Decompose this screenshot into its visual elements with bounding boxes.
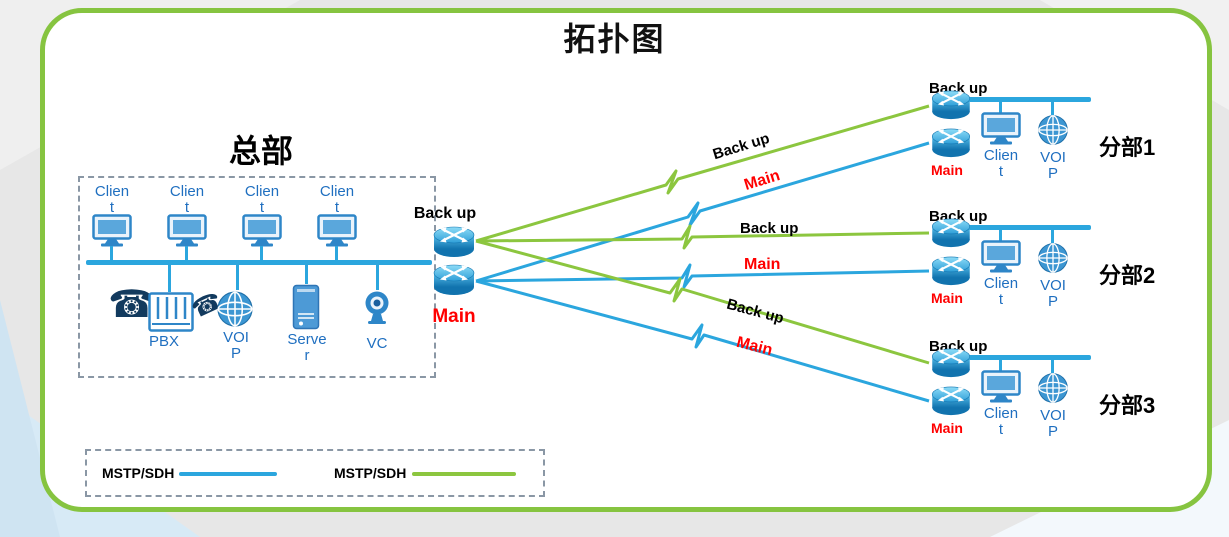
branch-client-drop-line bbox=[999, 229, 1002, 241]
branch-client-label: Clien t bbox=[983, 405, 1019, 438]
branch-client-drop-line bbox=[999, 359, 1002, 371]
hq-client-drop-line bbox=[185, 246, 188, 261]
branch-voip-label: VOI P bbox=[1040, 407, 1066, 440]
branch-client-label: Clien t bbox=[983, 275, 1019, 308]
page-title: 拓扑图 bbox=[563, 21, 666, 57]
hq-lan-bus bbox=[86, 260, 432, 265]
pbx-phone-icon: ☎ bbox=[108, 284, 156, 326]
branch-main-router-label: Main bbox=[931, 420, 963, 436]
branch-voip-label: VOI P bbox=[1040, 277, 1066, 310]
branch-lan-bus bbox=[933, 355, 1091, 360]
branch-client-computer-icon bbox=[981, 370, 1021, 404]
legend-line-blue bbox=[179, 472, 277, 476]
branch-backup-router-icon bbox=[929, 90, 973, 120]
hq-client-drop-line bbox=[110, 246, 113, 261]
branch-lan-bus bbox=[933, 225, 1091, 230]
link-branch1-main-line bbox=[475, 141, 930, 283]
pbx-cabinet-icon bbox=[148, 292, 194, 332]
branch-main-router-icon bbox=[929, 128, 973, 158]
legend-label-mstp-sdh-green: MSTP/SDH bbox=[334, 465, 407, 481]
vc-label: VC bbox=[366, 335, 388, 352]
branch-main-router-icon bbox=[929, 386, 973, 416]
client-computer-icon bbox=[317, 214, 357, 248]
branch-voip-drop-line bbox=[1051, 229, 1054, 243]
hq-client-drop-line bbox=[260, 246, 263, 261]
legend-box: MSTP/SDH MSTP/SDH bbox=[85, 449, 545, 497]
server-label: Serve r bbox=[287, 331, 327, 364]
link-branch2-main-line bbox=[475, 263, 930, 289]
branch-name: 分部3 bbox=[1099, 393, 1156, 418]
hq-voip-drop-line bbox=[236, 265, 239, 290]
branch-client-computer-icon bbox=[981, 112, 1021, 146]
link-label-branch2-main: Main bbox=[744, 256, 781, 273]
hq-client-label: Clien t bbox=[169, 183, 205, 216]
branch-main-router-label: Main bbox=[931, 290, 963, 306]
branch-3: Back up Main Clien t VOI P 分部3 bbox=[925, 338, 1185, 463]
hq-client-label: Clien t bbox=[94, 183, 130, 216]
branch-client-computer-icon bbox=[981, 240, 1021, 274]
hq-backup-router-icon bbox=[432, 226, 476, 258]
branch-lan-bus bbox=[933, 97, 1091, 102]
link-branch1-backup-line bbox=[475, 104, 930, 243]
hq-client-label: Clien t bbox=[319, 183, 355, 216]
link-branch2-backup-line bbox=[475, 224, 930, 250]
branch-main-router-icon bbox=[929, 256, 973, 286]
branch-voip-drop-line bbox=[1051, 101, 1054, 115]
branch-client-drop-line bbox=[999, 101, 1002, 113]
pbx-label: PBX bbox=[148, 333, 179, 350]
link-branch3-backup-line bbox=[475, 239, 930, 365]
branch-2: Back up Main Clien t VOI P 分部2 bbox=[925, 208, 1185, 333]
hq-client-label: Clien t bbox=[244, 183, 280, 216]
hq-main-router-icon bbox=[432, 264, 476, 296]
legend-line-green bbox=[412, 472, 516, 476]
hq-title: 总部 bbox=[228, 133, 293, 169]
branch-voip-globe-icon bbox=[1037, 372, 1069, 404]
hq-main-router-label: Main bbox=[432, 306, 476, 327]
voip-label: VOI P bbox=[223, 329, 249, 362]
branch-1: Back up Main Clien t VOI P 分部1 bbox=[925, 80, 1185, 205]
branch-backup-router-icon bbox=[929, 218, 973, 248]
branch-main-router-label: Main bbox=[931, 162, 963, 178]
link-branch3-main-line bbox=[475, 279, 930, 403]
hq-client-drop-line bbox=[335, 246, 338, 261]
client-computer-icon bbox=[167, 214, 207, 248]
vc-camera-icon bbox=[360, 290, 394, 326]
branch-voip-drop-line bbox=[1051, 359, 1054, 373]
hq-pbx-drop-line bbox=[168, 265, 171, 292]
branch-voip-globe-icon bbox=[1037, 114, 1069, 146]
client-computer-icon bbox=[92, 214, 132, 248]
branch-backup-router-icon bbox=[929, 348, 973, 378]
voip-globe-icon bbox=[216, 290, 254, 328]
client-computer-icon bbox=[242, 214, 282, 248]
branch-client-label: Clien t bbox=[983, 147, 1019, 180]
link-label-branch2-backup: Back up bbox=[740, 220, 799, 237]
branch-voip-label: VOI P bbox=[1040, 149, 1066, 182]
branch-name: 分部1 bbox=[1099, 135, 1156, 160]
hq-vc-drop-line bbox=[376, 265, 379, 290]
branch-name: 分部2 bbox=[1099, 263, 1156, 288]
branch-voip-globe-icon bbox=[1037, 242, 1069, 274]
legend-label-mstp-sdh-blue: MSTP/SDH bbox=[102, 465, 175, 481]
hq-server-drop-line bbox=[305, 265, 308, 284]
hq-backup-router-label: Back up bbox=[413, 205, 477, 222]
server-icon bbox=[292, 284, 320, 330]
